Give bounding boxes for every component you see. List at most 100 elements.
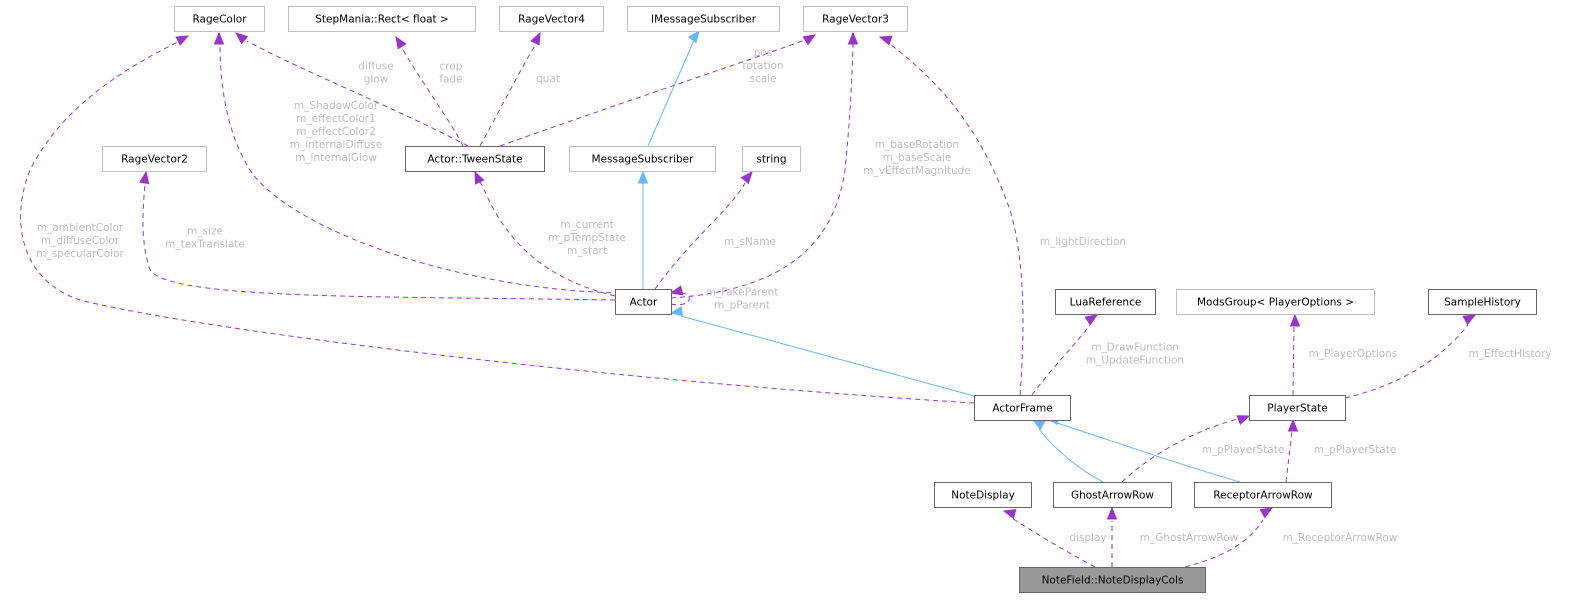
usage-arrowhead-icon [530, 31, 541, 46]
edge-label-line: m_effectColor1 [296, 113, 376, 125]
edge-label-line: m_internalGlow [295, 152, 377, 164]
node-box [803, 6, 908, 32]
edge-label-line: rotation [742, 60, 783, 72]
node-box [1176, 289, 1375, 315]
class-node-luareference[interactable]: LuaReference [1055, 289, 1156, 315]
node-box [1053, 482, 1172, 508]
inheritance-arrowhead-icon [1031, 419, 1046, 431]
class-node-playerstate[interactable]: PlayerState [1249, 395, 1346, 421]
usage-line [1184, 519, 1264, 568]
class-node-ghostarrowrow[interactable]: GhostArrowRow [1053, 482, 1172, 508]
usage-line [670, 292, 690, 306]
node-label: Actor::TweenState [427, 154, 522, 166]
edge-actor-to-messagesubscriber [637, 170, 649, 289]
usage-line [401, 47, 464, 147]
edge-playerstate-to-modsgroup [1289, 313, 1301, 396]
edge-label: m_ReceptorArrowRow [1283, 532, 1398, 544]
usage-line [1292, 325, 1295, 396]
class-node-actor[interactable]: Actor [615, 289, 672, 315]
usage-line [479, 181, 616, 297]
node-box [934, 482, 1032, 508]
usage-line [20, 40, 975, 404]
usage-line [1344, 324, 1469, 399]
node-box [1428, 289, 1537, 315]
class-node-ragevector3[interactable]: RageVector3 [803, 6, 908, 32]
edge-label: m_EffectHistory [1468, 348, 1551, 360]
edge-label-line: m_baseScale [883, 152, 952, 164]
node-box [1194, 482, 1332, 508]
edge-actor-to-string [654, 170, 753, 290]
inheritance-line [1038, 428, 1104, 483]
edge-label: m_sName [724, 236, 776, 248]
edge-notedisplaycols-to-receptorarrowrow [1184, 507, 1274, 568]
edge-label-line: m_specularColor [36, 248, 124, 260]
node-label: SampleHistory [1444, 297, 1521, 309]
node-box [102, 146, 207, 172]
usage-arrowhead-icon [474, 170, 485, 185]
class-node-messagesubscriber[interactable]: MessageSubscriber [569, 146, 716, 172]
edge-label-line: m_pTempState [548, 232, 626, 244]
node-label: NoteDisplay [951, 490, 1015, 502]
edge-label: display [1069, 532, 1106, 544]
node-box [1019, 567, 1206, 593]
node-box [1055, 289, 1156, 315]
node-box [174, 6, 265, 32]
class-node-actor-tweenstate[interactable]: Actor::TweenState [405, 146, 545, 172]
class-node-actorframe[interactable]: ActorFrame [974, 395, 1071, 421]
usage-arrowhead-icon [234, 32, 249, 45]
class-node-modsgroup-playeroptions[interactable]: ModsGroup< PlayerOptions > [1176, 289, 1375, 315]
node-label: RageColor [192, 14, 247, 26]
node-box [615, 289, 672, 315]
node-box [499, 6, 604, 32]
edge-label-line: m_ShadowColor [294, 100, 379, 112]
class-node-stepmania-rect-float[interactable]: StepMania::Rect< float > [288, 6, 476, 32]
edge-label-line: m_sName [724, 236, 776, 248]
class-node-string[interactable]: string [742, 146, 801, 172]
usage-line [1121, 418, 1239, 483]
edge-actor-to-actor [669, 285, 690, 306]
node-label: StepMania::Rect< float > [315, 14, 449, 26]
class-node-samplehistory[interactable]: SampleHistory [1428, 289, 1537, 315]
edge-label-line: m_ambientColor [37, 222, 124, 234]
inheritance-line [680, 315, 975, 397]
class-node-ragecolor[interactable]: RageColor [174, 6, 265, 32]
usage-arrowhead-icon [878, 35, 893, 46]
usage-arrowhead-icon [139, 170, 150, 185]
edge-label-line: diffuse [358, 61, 393, 73]
edge-label-line: m_start [567, 245, 607, 257]
edge-tweenstate-to-ragevector4 [479, 31, 541, 147]
node-label: string [756, 154, 786, 166]
node-box [742, 146, 801, 172]
edge-label: quat [536, 73, 560, 85]
edge-tweenstate-to-stepmaniarect [395, 35, 464, 147]
class-node-receptorarrowrow[interactable]: ReceptorArrowRow [1194, 482, 1332, 508]
edge-actorframe-to-actor [669, 306, 975, 397]
class-node-notedisplay[interactable]: NoteDisplay [934, 482, 1032, 508]
edge-actorframe-to-luareference [1031, 314, 1099, 396]
class-node-ragevector2[interactable]: RageVector2 [102, 146, 207, 172]
inheritance-line [1056, 422, 1241, 483]
edge-ghostarrowrow-to-playerstate [1121, 415, 1251, 483]
edge-label-line: m_size [187, 226, 223, 238]
class-node-ragevector4[interactable]: RageVector4 [499, 6, 604, 32]
edge-label-line: m_effectColor2 [296, 126, 376, 138]
class-node-notefield-notedisplaycols[interactable]: NoteField::NoteDisplayCols [1019, 567, 1206, 593]
edge-label-line: m_current [560, 219, 613, 231]
edge-label: m_pPlayerState [1202, 444, 1285, 456]
edge-label-line: m_baseRotation [875, 139, 959, 151]
edge-actorframe-to-ragevector3 [878, 35, 1024, 396]
node-label: RageVector3 [822, 14, 889, 26]
node-box [627, 6, 780, 32]
node-box [1249, 395, 1346, 421]
edge-label-line: m_UpdateFunction [1086, 355, 1184, 367]
edge-label-line: m_pPlayerState [1314, 444, 1397, 456]
usage-line [1285, 430, 1293, 483]
class-node-imessagesubscriber[interactable]: IMessageSubscriber [627, 6, 780, 32]
node-label: PlayerState [1267, 403, 1327, 415]
edge-label-line: pos [754, 47, 773, 59]
edge-label: m_pPlayerState [1314, 444, 1397, 456]
